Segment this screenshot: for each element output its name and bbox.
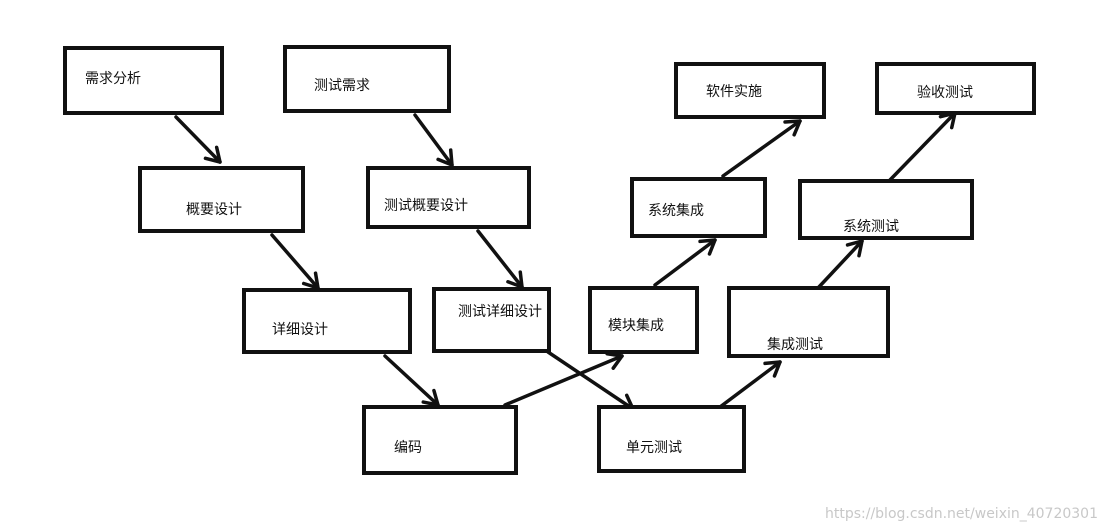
arrow-req-to-outline — [174, 115, 222, 164]
box-sys-test: 系统测试 — [798, 179, 974, 240]
box-coding: 编码 — [362, 405, 518, 475]
arrow-head — [436, 148, 454, 167]
box-outline: 概要设计 — [138, 166, 305, 233]
arrow-head — [783, 119, 802, 137]
arrow-shaft — [888, 111, 957, 182]
arrow-shaft — [546, 350, 635, 411]
box-label: 软件实施 — [706, 84, 762, 100]
arrow-coding-to-module_int — [503, 351, 624, 407]
box-detail: 详细设计 — [242, 288, 412, 354]
box-label: 需求分析 — [85, 71, 141, 87]
box-label: 模块集成 — [608, 318, 664, 334]
arrow-module_int-to-sys_int — [653, 238, 717, 287]
arrow-unit_test-to-int_test — [718, 360, 782, 409]
box-module-int: 模块集成 — [588, 286, 699, 354]
arrow-test_outline-to-test_detail — [476, 229, 524, 289]
arrow-shaft — [721, 119, 802, 178]
arrow-shaft — [653, 238, 717, 287]
arrow-shaft — [174, 115, 222, 164]
box-label: 验收测试 — [917, 85, 973, 101]
arrow-shaft — [476, 229, 524, 289]
arrow-int_test-to-sys_test — [816, 239, 864, 290]
arrow-test_req-to-test_outline — [413, 113, 454, 167]
box-label: 集成测试 — [767, 337, 823, 353]
arrow-head — [698, 238, 717, 256]
arrow-head — [763, 360, 782, 378]
arrow-shaft — [383, 354, 440, 407]
arrow-sys_test-to-accept_test — [888, 111, 957, 182]
box-test-outline: 测试概要设计 — [366, 166, 531, 229]
box-test-req: 测试需求 — [283, 45, 451, 113]
arrow-head — [845, 239, 864, 258]
box-label: 测试需求 — [314, 78, 370, 94]
arrow-outline-to-detail — [270, 233, 320, 290]
box-sys-int: 系统集成 — [630, 177, 767, 238]
watermark-text: https://blog.csdn.net/weixin_40720301 — [824, 506, 1098, 522]
box-label: 概要设计 — [186, 202, 242, 218]
arrow-detail-to-coding — [383, 354, 440, 407]
box-unit-test: 单元测试 — [597, 405, 746, 473]
arrow-shaft — [270, 233, 320, 290]
box-label: 编码 — [394, 440, 422, 456]
arrow-shaft — [503, 354, 624, 407]
box-req: 需求分析 — [63, 46, 224, 115]
arrow-head — [605, 351, 624, 370]
box-test-detail: 测试详细设计 — [432, 287, 551, 353]
arrow-sys_int-to-deploy — [721, 119, 802, 178]
box-label: 详细设计 — [272, 322, 328, 338]
box-accept-test: 验收测试 — [875, 62, 1036, 115]
arrow-shaft — [816, 239, 864, 290]
arrow-head — [203, 145, 222, 164]
box-label: 系统测试 — [843, 219, 899, 235]
box-int-test: 集成测试 — [727, 286, 890, 358]
box-label: 单元测试 — [626, 440, 682, 456]
box-label: 测试概要设计 — [384, 198, 468, 214]
arrow-shaft — [413, 113, 454, 167]
arrow-shaft — [718, 360, 782, 409]
box-label: 测试详细设计 — [458, 304, 542, 320]
box-label: 系统集成 — [648, 203, 704, 219]
box-deploy: 软件实施 — [674, 62, 826, 119]
